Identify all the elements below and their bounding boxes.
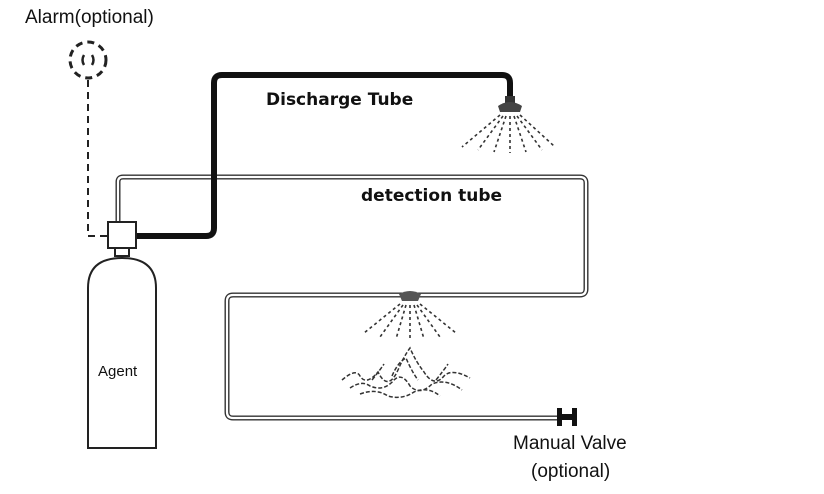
agent-label: Agent <box>98 363 138 380</box>
cylinder-valve <box>107 221 137 257</box>
alarm-icon <box>68 40 108 80</box>
agent-cylinder <box>87 256 157 449</box>
discharge-nozzle <box>498 96 522 112</box>
alarm-label: Alarm(optional) <box>25 7 154 28</box>
discharge-tube <box>136 72 513 239</box>
detection-tube <box>115 174 589 421</box>
alarm-wire <box>87 80 112 237</box>
manual-valve-icon <box>557 408 577 426</box>
detection-nozzle <box>399 291 421 301</box>
fire-icon <box>341 346 471 399</box>
discharge-spray <box>461 114 555 153</box>
detection-spray <box>363 303 457 340</box>
manual-valve-label: Manual Valve <box>513 433 627 454</box>
detection-tube-label: detection tube <box>361 186 503 206</box>
manual-valve-optional-label: (optional) <box>531 461 611 482</box>
discharge-tube-label: Discharge Tube <box>266 90 414 110</box>
